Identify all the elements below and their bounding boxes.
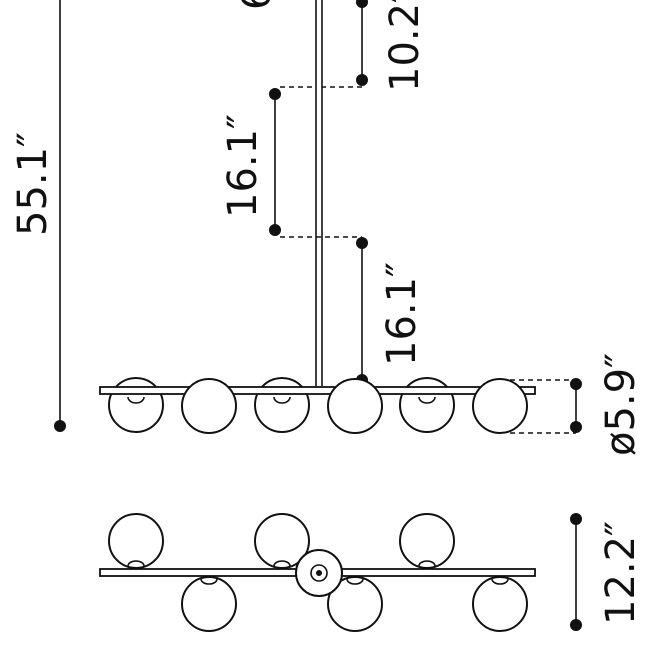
segment-middle-dimension: 16.1″ <box>220 86 362 238</box>
front-globes <box>181 378 528 434</box>
plan-lower-globes <box>181 576 528 632</box>
depth-dimension: 12.2″ <box>570 513 644 631</box>
segment-top-dimension: 10.2″ <box>322 0 428 92</box>
side-elevation: 55.1″ 6 10.2″ 16.1″ <box>10 0 644 456</box>
segment-lower-label: 16.1″ <box>379 262 425 366</box>
plan-upper-globes <box>108 513 455 569</box>
globe-diameter-label: ø5.9″ <box>598 353 644 456</box>
top-partial-label: 6 <box>234 0 280 10</box>
suspension-rod <box>315 0 323 386</box>
plan-view: 12.2″ <box>99 513 644 632</box>
horizontal-bar <box>99 386 536 395</box>
globe-diameter-dimension: ø5.9″ <box>510 353 644 456</box>
canopy <box>295 549 343 597</box>
segment-middle-label: 16.1″ <box>220 114 266 218</box>
overall-height-label: 55.1″ <box>10 132 56 236</box>
segment-lower-dimension: 16.1″ <box>356 237 425 386</box>
overall-height-end-dot <box>54 420 66 432</box>
segment-top-label: 10.2″ <box>382 0 428 92</box>
overall-height-dimension: 55.1″ <box>10 0 66 432</box>
depth-label: 12.2″ <box>598 521 644 625</box>
